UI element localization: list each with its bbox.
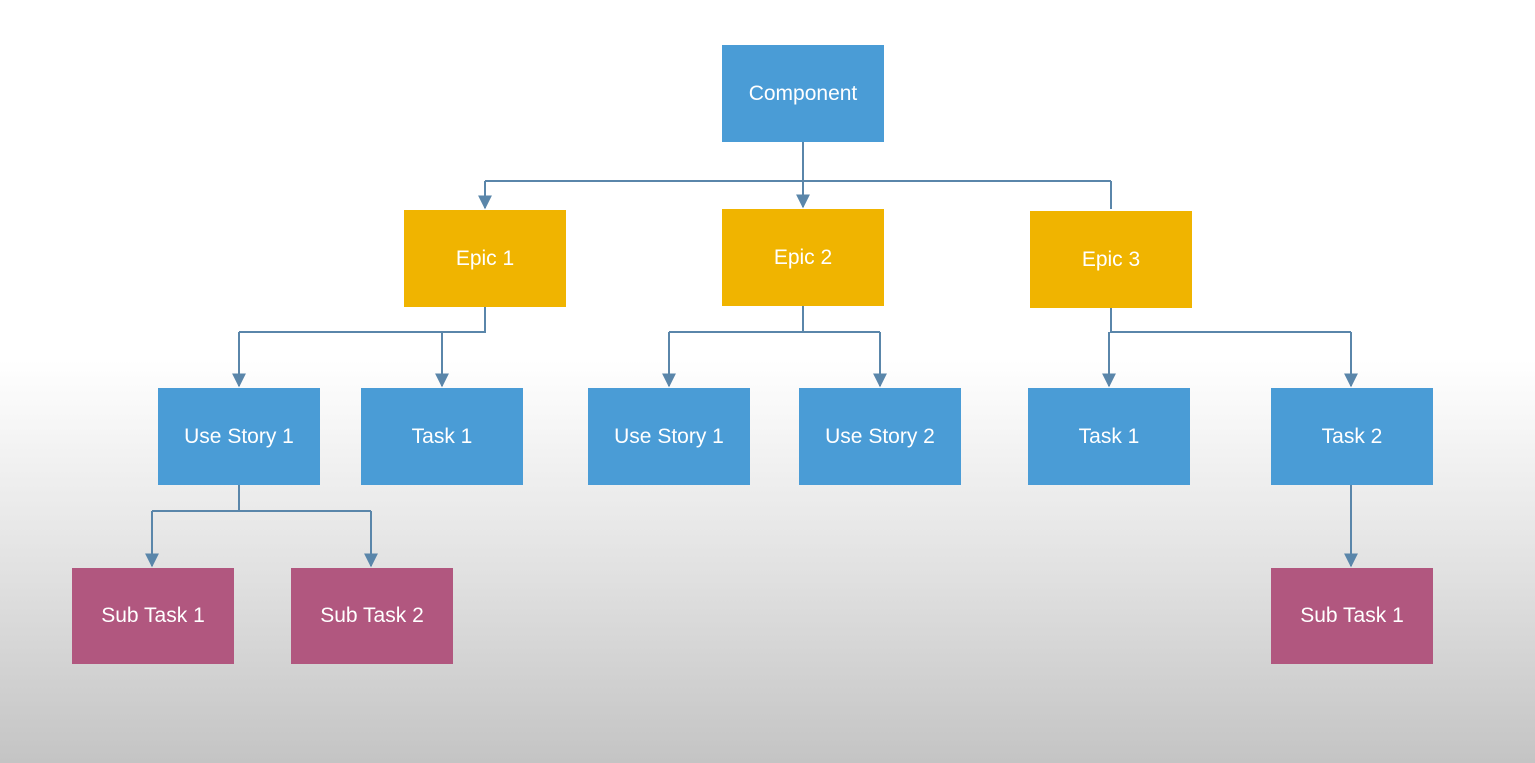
node-task2-sub-task-1[interactable]: Sub Task 1	[1271, 568, 1433, 664]
node-epic-1[interactable]: Epic 1	[404, 210, 566, 307]
node-story1-sub-task-2[interactable]: Sub Task 2	[291, 568, 453, 664]
connector-story1-bus	[152, 484, 371, 512]
node-story1-sub-task-1[interactable]: Sub Task 1	[72, 568, 234, 664]
node-component[interactable]: Component	[722, 45, 884, 142]
node-epic2-use-story-1[interactable]: Use Story 1	[588, 388, 750, 485]
connector-epic2-bus	[669, 305, 880, 333]
node-epic-3[interactable]: Epic 3	[1030, 211, 1192, 308]
node-epic3-task-2[interactable]: Task 2	[1271, 388, 1433, 485]
node-epic1-use-story-1[interactable]: Use Story 1	[158, 388, 320, 485]
connector-epic1-bus	[239, 306, 486, 333]
connector-component-bus	[485, 142, 1111, 182]
node-epic-2[interactable]: Epic 2	[722, 209, 884, 306]
node-epic2-use-story-2[interactable]: Use Story 2	[799, 388, 961, 485]
connector-epic3-bus	[1110, 306, 1351, 333]
node-epic1-task-1[interactable]: Task 1	[361, 388, 523, 485]
node-epic3-task-1[interactable]: Task 1	[1028, 388, 1190, 485]
